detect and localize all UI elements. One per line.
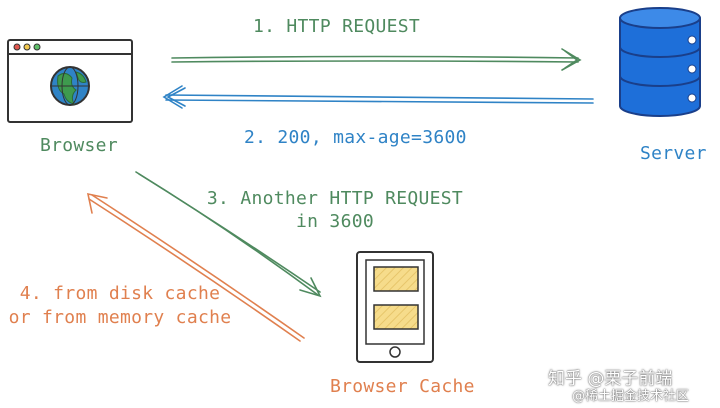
edge-response-arrow (162, 85, 594, 109)
cache-tablet-icon (356, 251, 434, 363)
request-label: 1. HTTP REQUEST (253, 16, 421, 37)
response-label: 2. 200, max-age=3600 (244, 127, 467, 148)
server-label: Server (640, 143, 707, 164)
browser-icon (7, 39, 133, 123)
from-cache-label: 4. from disk cache or from memory cache (6, 283, 234, 328)
edge-from-cache-arrow (86, 192, 305, 342)
another-request-label-line2: in 3600 (296, 211, 374, 232)
cache-label: Browser Cache (330, 376, 475, 397)
from-cache-label-line2: or from memory cache (8, 307, 232, 328)
edge-request-arrow (171, 48, 582, 71)
from-cache-label-line1: 4. from disk cache (19, 283, 221, 304)
another-request-label: 3. Another HTTP REQUEST in 3600 (190, 188, 480, 232)
another-request-label-line1: 3. Another HTTP REQUEST (206, 188, 464, 209)
globe-icon (50, 66, 90, 106)
watermark-juejin: @稀土掘金技术社区 (572, 389, 690, 404)
browser-label: Browser (40, 135, 118, 156)
server-icon (619, 7, 701, 117)
edge-another-request-arrow (135, 171, 322, 298)
watermark-zhihu: 知乎 @栗子前端 (548, 369, 673, 389)
